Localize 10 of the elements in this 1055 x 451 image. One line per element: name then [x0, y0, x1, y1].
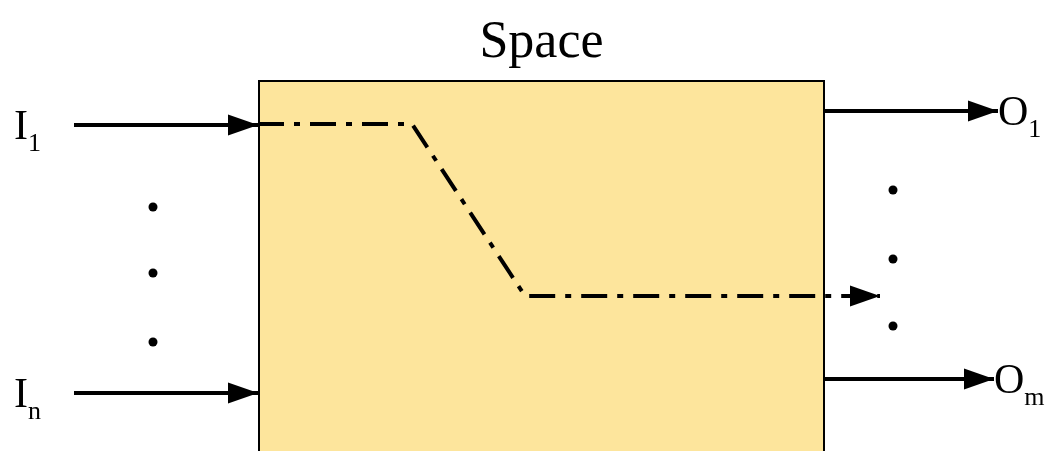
port-label: I$_{n}$: [14, 368, 74, 418]
arrow: [74, 382, 258, 404]
arrow: [74, 114, 258, 136]
arrow: [825, 100, 998, 122]
arrow: [258, 122, 880, 307]
port-label: I$_{1}$: [14, 100, 74, 150]
box-title: Space: [478, 10, 605, 70]
port-label: O$_{m}$: [994, 354, 1055, 404]
port-label: O$_{1}$: [998, 86, 1055, 136]
arrow: [825, 368, 994, 390]
